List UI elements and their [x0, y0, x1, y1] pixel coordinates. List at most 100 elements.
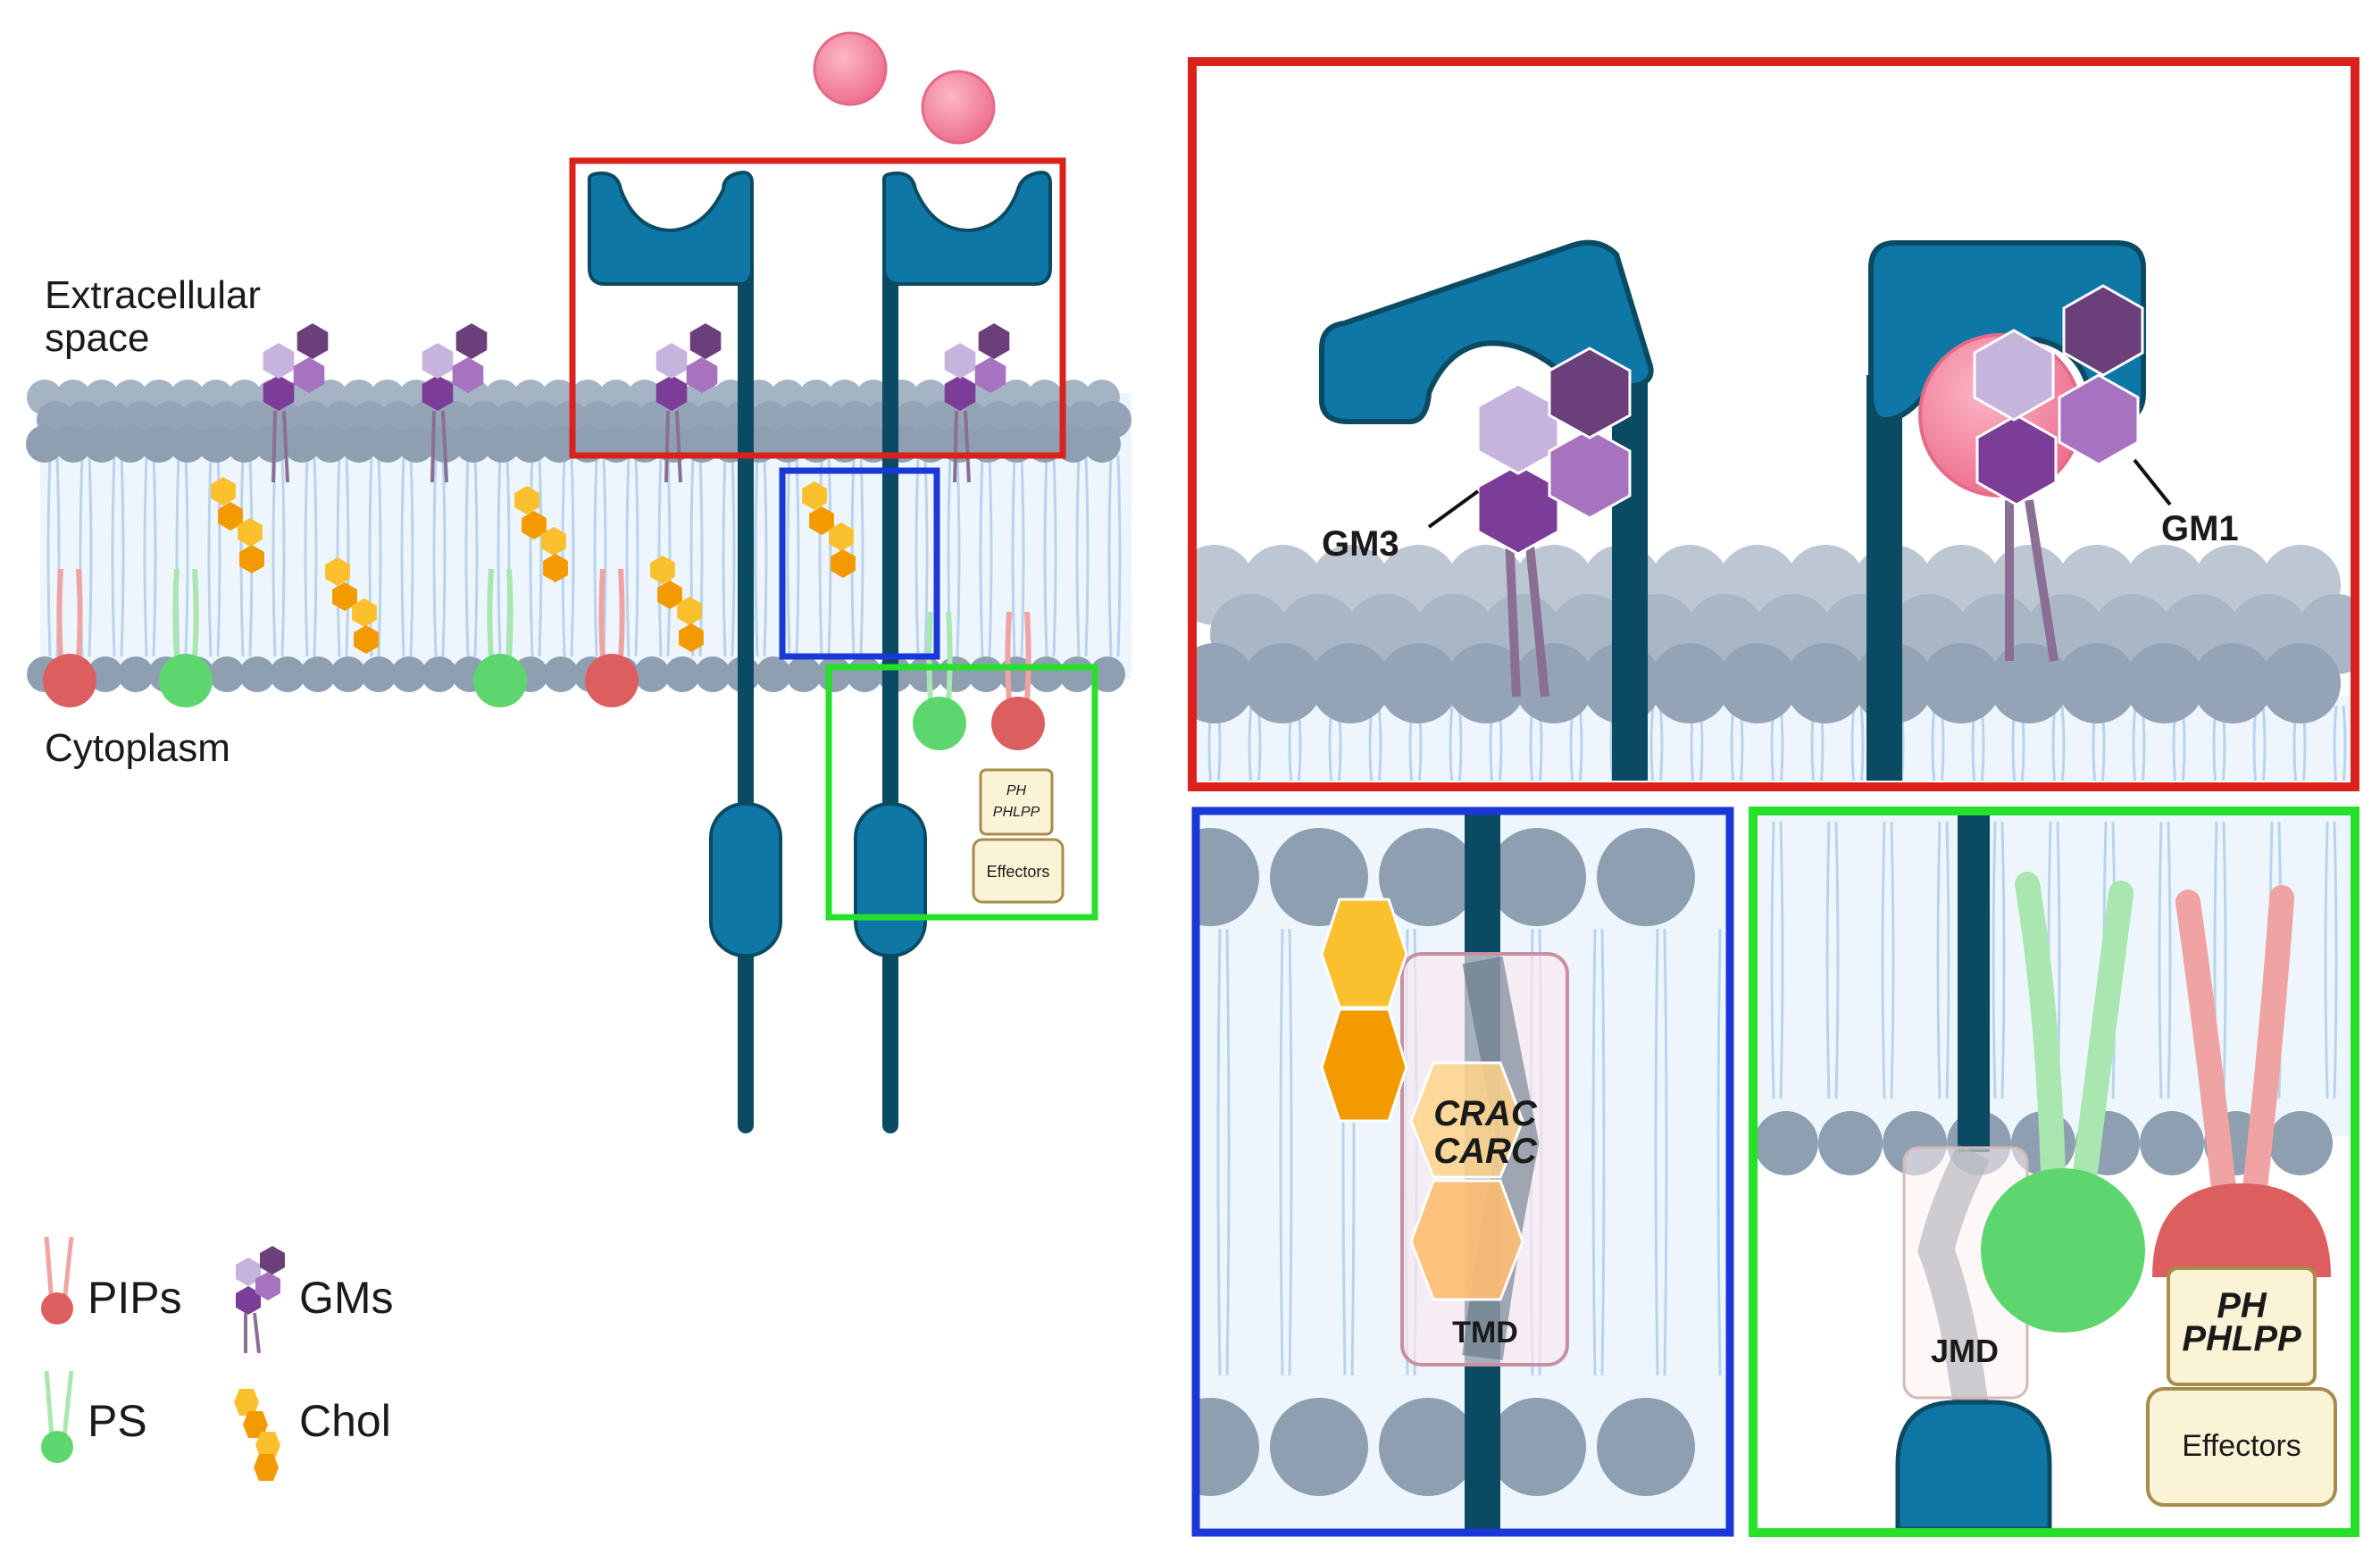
lipid-tail [2222, 821, 2227, 1099]
lipid-tail [754, 455, 759, 657]
hexagon-unit [514, 486, 539, 514]
lipid-tail [786, 455, 791, 657]
lipid-tail [2132, 705, 2137, 781]
gm3-label: GM3 [1322, 524, 1399, 564]
lipid-tail [1931, 705, 1936, 781]
hexagon-unit [352, 598, 377, 627]
legend-ps-label: PS [88, 1396, 147, 1446]
hexagon-unit [452, 357, 484, 393]
lipid-headgroup [43, 654, 96, 707]
zoom-frame-red [1188, 57, 2359, 791]
lipid-tail [657, 455, 663, 657]
hexagon-unit [218, 502, 243, 531]
lipid-tail [2333, 705, 2338, 781]
legend: PIPs GMs PS Chol [41, 1236, 394, 1481]
lipid-head [1270, 1398, 1368, 1496]
hexagon-unit [831, 549, 856, 578]
lipid-head [1090, 656, 1125, 692]
main-lipid-heads [26, 380, 1132, 692]
lipid-headgroup [585, 654, 639, 707]
lipid-tail [2261, 705, 2267, 781]
hexagon-unit [455, 323, 488, 359]
lipid-tail [46, 455, 52, 657]
lipid-tail [1288, 928, 1293, 1376]
lipid-tail [602, 455, 607, 657]
lipid-head [756, 656, 791, 692]
lipid-head [1514, 643, 1594, 723]
lipid-tail [184, 455, 189, 657]
zoom-panel-gangliosides: GM3 GM1 [1197, 66, 2351, 781]
lipid-tail [1043, 455, 1048, 657]
lipid-head [1379, 828, 1477, 926]
lipid-tail [979, 455, 984, 657]
lipid-tail [2158, 821, 2163, 1099]
lipid-tail [953, 410, 958, 483]
lipid-head [369, 425, 406, 463]
lipid-tail [1449, 705, 1454, 781]
hexagon-unit [689, 323, 722, 359]
hexagon-unit [325, 557, 350, 586]
hexagon-unit [809, 506, 834, 535]
lipid-head [2057, 643, 2137, 723]
lipid-head [118, 656, 154, 692]
lipid-head [340, 425, 378, 463]
lipid-head [2260, 643, 2341, 723]
lipid-tail [280, 455, 286, 657]
lipid-head [512, 425, 549, 463]
hexagon-unit [263, 343, 295, 379]
effectors-label-small: Effectors [987, 863, 1050, 881]
lipid-tail [2000, 821, 2006, 1099]
hexagon-unit [422, 375, 454, 411]
lipid-head [1446, 643, 1526, 723]
lipid-tail [625, 455, 630, 657]
jmd-label: JMD [1931, 1333, 1999, 1369]
hexagon-unit [332, 582, 357, 611]
main-lipid-tails [46, 455, 1122, 657]
hexagon-unit [293, 357, 325, 393]
lipid-head [209, 656, 245, 692]
lipid-head [330, 656, 366, 692]
zoom-frame-blue [1191, 807, 1734, 1537]
lipid-headgroup [913, 697, 966, 750]
lipid-head [1488, 1398, 1586, 1496]
hexagon-unit [944, 343, 976, 379]
hexagon-unit [656, 343, 688, 379]
lipid-head [169, 425, 206, 463]
lipid-head [1757, 1111, 1818, 1175]
lipid-tail [1075, 455, 1081, 657]
hexagon-unit [650, 556, 675, 584]
legend-chol-icon [234, 1389, 280, 1481]
legend-pips-label: PIPs [88, 1273, 182, 1323]
lipid-tail [473, 455, 479, 657]
lipid-head [54, 425, 92, 463]
hexagon-unit [829, 522, 854, 551]
lipid-head [1597, 1398, 1695, 1496]
lipid-tail [1377, 705, 1382, 781]
lipid-tail [664, 410, 670, 483]
lipid-tail [432, 455, 438, 657]
lipid-tail [1779, 821, 1784, 1099]
lipid-tail [1011, 455, 1016, 657]
hexagon-unit [978, 323, 1010, 359]
lipid-head [88, 656, 123, 692]
legend-gms-label: GMs [299, 1273, 394, 1323]
lipid-tail [345, 455, 350, 657]
lipid-tail [1649, 705, 1655, 781]
lipid-head [270, 656, 305, 692]
lipid-head [2140, 1111, 2204, 1175]
lipid-tail [271, 410, 277, 483]
hexagon-unit [657, 581, 682, 609]
lipid-tail [1881, 821, 1886, 1099]
legend-gms-icon [236, 1246, 285, 1354]
lipid-head [455, 425, 492, 463]
lipid-tail [143, 455, 148, 657]
lipid-tail [1116, 455, 1122, 657]
gm1-cluster [1918, 284, 2144, 662]
lipid-head [2192, 643, 2273, 723]
cytoplasm-label: Cytoplasm [45, 726, 230, 770]
lipid-tail [1248, 705, 1253, 781]
lipid-head [1488, 828, 1586, 926]
lipid-tail [1936, 821, 1942, 1099]
lipid-tail [1663, 928, 1668, 1376]
